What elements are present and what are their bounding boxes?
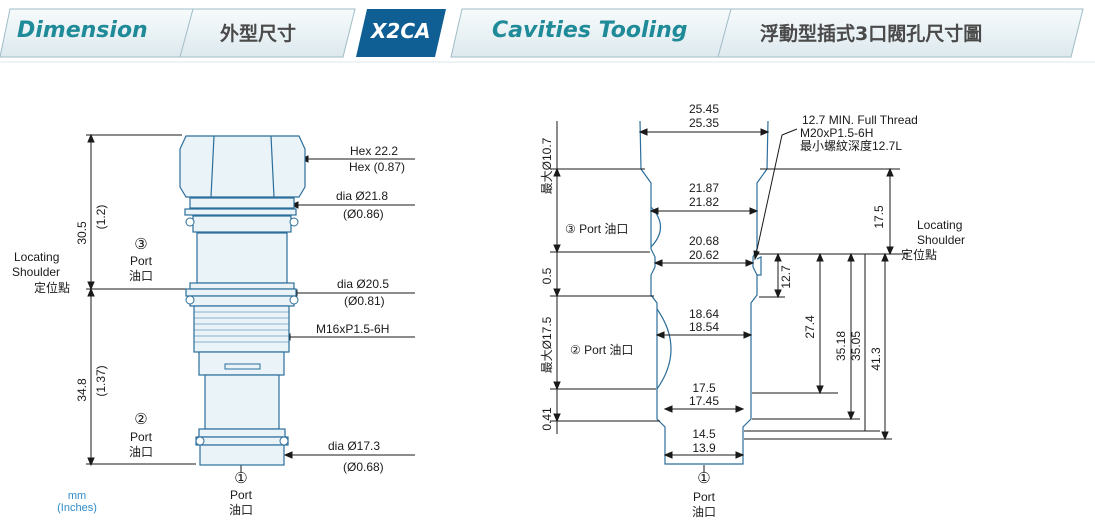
width6-min: 13.9 xyxy=(692,441,716,455)
dia2-inch: (Ø0.81) xyxy=(344,294,385,308)
tab-cavities-shape xyxy=(450,8,1084,58)
max-dia-107: 最大Ø10.7 xyxy=(540,137,554,194)
port1-cn: 油口 xyxy=(229,503,253,517)
dim-0-41: 0.41 xyxy=(540,407,554,431)
dim-12-7: 12.7 xyxy=(779,265,793,289)
thread-label: M16xP1.5-6H xyxy=(316,322,389,336)
tab-cavities-cn[interactable]: 浮動型插式3口閥孔尺寸圖 xyxy=(760,23,983,45)
locating-en1-right: Locating xyxy=(917,218,962,232)
header-bar: Dimension 外型尺寸 X2CA Cavities Tooling 浮動型… xyxy=(0,0,1095,66)
port2-label: Port xyxy=(130,430,153,444)
width2-min: 21.82 xyxy=(689,195,719,209)
port2-cn: 油口 xyxy=(129,445,153,459)
width6-max: 14.5 xyxy=(692,427,716,441)
width4-min: 18.54 xyxy=(689,320,719,334)
dim-41-3: 41.3 xyxy=(869,347,883,371)
dim-0-5: 0.5 xyxy=(540,267,554,284)
dim-35-05: 35.05 xyxy=(849,331,863,361)
port2-number: ② xyxy=(134,411,147,428)
hex-inch: Hex (0.87) xyxy=(349,160,405,174)
locating-en2: Shoulder xyxy=(12,265,60,279)
tab-model[interactable]: X2CA xyxy=(371,19,431,43)
hex-nut xyxy=(179,135,306,198)
cartridge-body xyxy=(179,135,306,466)
port3-cn: 油口 xyxy=(129,269,153,283)
width2-max: 21.87 xyxy=(689,181,719,195)
port1-label: Port xyxy=(230,488,253,502)
port3-label: Port xyxy=(130,254,153,268)
dim-27-4: 27.4 xyxy=(803,315,817,339)
port2-label-right: ② Port 油口 xyxy=(570,343,633,357)
tab-dimension-shape xyxy=(0,8,356,58)
dia1-inch: (Ø0.86) xyxy=(343,207,384,221)
dim-bottom-inch: (1.37) xyxy=(94,365,108,396)
max-dia-175: 最大Ø17.5 xyxy=(540,316,554,373)
port1-label-right: Port xyxy=(693,490,716,504)
hex-label: Hex 22.2 xyxy=(350,144,398,158)
tab-cavities[interactable]: Cavities Tooling xyxy=(492,18,688,43)
dia1-label: dia Ø21.8 xyxy=(336,189,388,203)
width1-max: 25.45 xyxy=(689,102,719,116)
tab-dimension-cn[interactable]: 外型尺寸 xyxy=(220,23,297,45)
dim-bottom: 34.8 xyxy=(75,378,89,402)
o-rings xyxy=(185,217,299,446)
port1-cn-right: 油口 xyxy=(692,505,716,519)
dia2-label: dia Ø20.5 xyxy=(337,277,389,291)
thread-note-1: 12.7 MIN. Full Thread xyxy=(802,113,918,127)
dia3-inch: (Ø0.68) xyxy=(343,460,384,474)
locating-en1: Locating xyxy=(14,250,59,264)
dim-17-5: 17.5 xyxy=(872,205,886,229)
width4-max: 18.64 xyxy=(689,307,719,321)
cavity-drawing: 25.45 25.35 12.7 MIN. Full Thread M20xP1… xyxy=(540,102,965,519)
thread-note-3: 最小螺紋深度12.7L xyxy=(800,138,902,153)
port3-label-right: ③ Port 油口 xyxy=(565,222,628,236)
width1-min: 25.35 xyxy=(689,116,719,130)
dim-top-inch: (1.2) xyxy=(94,205,108,230)
width5-max: 17.5 xyxy=(692,381,716,395)
locating-cn-right: 定位點 xyxy=(901,247,937,262)
width5-min: 17.45 xyxy=(689,394,719,408)
header-tabs-shapes xyxy=(0,8,1095,63)
port1-number: ① xyxy=(234,470,247,487)
width3-max: 20.68 xyxy=(689,234,719,248)
dim-35-18: 35.18 xyxy=(834,331,848,361)
locating-cn: 定位點 xyxy=(34,280,70,295)
cavity-profile xyxy=(639,120,769,465)
port1-number-right: ① xyxy=(697,470,710,487)
port3-number: ③ xyxy=(134,236,147,253)
port-slot xyxy=(224,363,261,370)
tab-dimension[interactable]: Dimension xyxy=(17,18,148,43)
thread-lines xyxy=(194,311,289,343)
dim-top: 30.5 xyxy=(75,221,89,245)
dia3-label: dia Ø17.3 xyxy=(328,439,380,453)
tab-model-shape xyxy=(356,9,446,57)
locating-en2-right: Shoulder xyxy=(917,233,965,247)
units-inches: (Inches) xyxy=(57,502,97,514)
thread-note-2: M20xP1.5-6H xyxy=(800,126,873,140)
units-mm: mm xyxy=(68,490,86,502)
cartridge-valve-drawing: Hex 22.2 Hex (0.87) dia Ø21.8 (Ø0.86) di… xyxy=(12,133,415,517)
width3-min: 20.62 xyxy=(689,248,719,262)
